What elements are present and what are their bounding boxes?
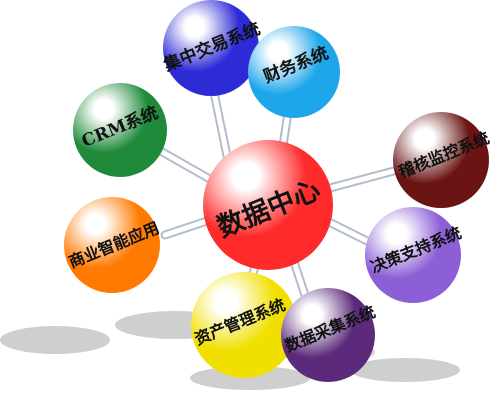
node-shadow xyxy=(350,358,460,382)
node-juece-sphere xyxy=(365,207,461,303)
node-zichan-sphere xyxy=(191,272,297,378)
node-layer xyxy=(64,0,489,382)
node-jizhong-sphere xyxy=(163,0,259,96)
node-crm-sphere xyxy=(73,83,167,177)
node-caiwu-sphere xyxy=(248,26,340,118)
node-jihe-sphere xyxy=(393,112,489,208)
node-caiji-sphere xyxy=(281,288,375,382)
node-shadow xyxy=(0,326,110,354)
center-sphere xyxy=(203,140,333,270)
node-shangye-sphere xyxy=(64,197,160,293)
